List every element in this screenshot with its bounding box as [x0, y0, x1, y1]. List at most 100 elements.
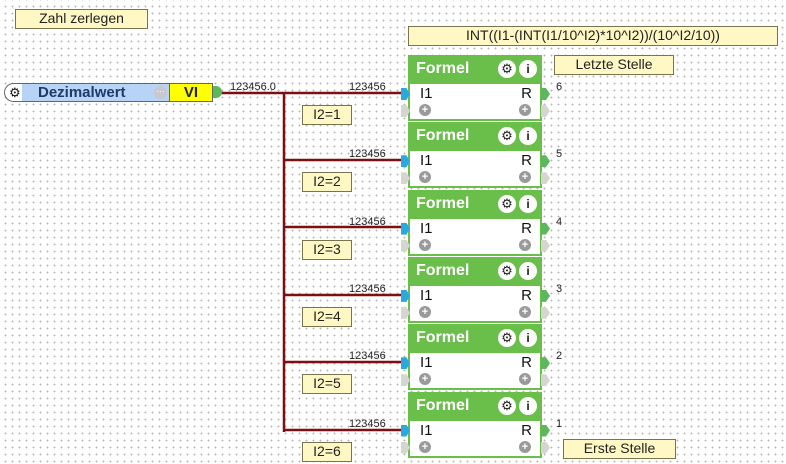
block-result-value: 2 [556, 350, 563, 363]
param-note-i2[interactable]: I2=5 [302, 374, 352, 395]
formula-block[interactable]: Formel ⚙ i I1 R + + [401, 55, 550, 121]
input-port-i1[interactable] [401, 222, 410, 235]
input-port-i1[interactable] [401, 424, 410, 437]
formula-block[interactable]: Formel ⚙ i I1 R + + [401, 189, 550, 256]
block-header[interactable]: Formel ⚙ i [408, 257, 542, 285]
input-settings-button[interactable]: ⚙ [4, 83, 24, 102]
add-output-icon[interactable]: + [519, 373, 531, 386]
output-port-r[interactable] [541, 155, 550, 168]
block-result-value: 6 [556, 81, 563, 93]
gear-icon[interactable]: ⚙ [498, 261, 516, 280]
last-digit-note[interactable]: Letzte Stelle [554, 55, 674, 75]
block-title: Formel [416, 60, 470, 77]
output-r-label: R [521, 421, 532, 439]
gear-icon[interactable]: ⚙ [498, 127, 516, 146]
gear-icon[interactable]: ⚙ [498, 60, 516, 78]
output-port-add[interactable] [541, 105, 550, 117]
output-port-r[interactable] [541, 357, 550, 370]
param-note-i2[interactable]: I2=6 [302, 441, 352, 462]
info-icon[interactable]: i [519, 329, 537, 348]
block-result-value: 3 [556, 282, 563, 295]
formula-note[interactable]: INT((I1-(INT(I1/10^I2)*10^I2))/(10^I2/10… [408, 26, 778, 46]
input-port-add[interactable] [401, 172, 410, 185]
block-input-value: 123456 [349, 81, 386, 93]
add-input-icon[interactable]: + [419, 440, 431, 453]
info-icon[interactable]: i [519, 396, 537, 415]
first-digit-note[interactable]: Erste Stelle [563, 439, 676, 459]
output-port-r[interactable] [541, 222, 550, 235]
block-title: Formel [416, 261, 470, 279]
block-header[interactable]: Formel ⚙ i [408, 122, 542, 150]
block-body: I1 R + + [410, 218, 540, 254]
output-r-label: R [521, 219, 532, 237]
input-port-i1[interactable] [401, 155, 410, 168]
input-port-add[interactable] [401, 374, 410, 387]
output-r-label: R [521, 354, 532, 372]
add-input-icon[interactable]: + [419, 238, 431, 251]
param-note-i2[interactable]: I2=2 [302, 172, 352, 193]
output-port-add[interactable] [541, 172, 550, 185]
add-output-icon[interactable]: + [519, 238, 531, 251]
add-output-icon[interactable]: + [519, 104, 531, 116]
output-port-add[interactable] [541, 239, 550, 252]
block-input-value: 123456 [349, 148, 386, 161]
info-icon[interactable]: i [519, 194, 537, 213]
param-note-i2[interactable]: I2=1 [302, 105, 352, 125]
output-port-r[interactable] [541, 88, 550, 100]
output-port-add[interactable] [541, 306, 550, 319]
add-input-icon[interactable]: + [419, 305, 431, 318]
input-port-i1[interactable] [401, 357, 410, 370]
input-port-i1[interactable] [401, 289, 410, 302]
input-port-add[interactable] [401, 239, 410, 252]
output-port-r[interactable] [541, 289, 550, 302]
formula-block[interactable]: Formel ⚙ i I1 R + + [401, 391, 550, 458]
block-body: I1 R + + [410, 420, 540, 456]
info-icon[interactable]: i [519, 60, 537, 78]
output-port-r[interactable] [541, 424, 550, 437]
input-port-add[interactable] [401, 306, 410, 319]
add-output-icon[interactable]: + [519, 171, 531, 184]
block-header[interactable]: Formel ⚙ i [408, 324, 542, 352]
output-r-label: R [521, 286, 532, 304]
block-body: I1 R + + [410, 353, 540, 389]
input-label-box[interactable]: Dezimalwert ··· [22, 83, 169, 102]
add-input-icon[interactable]: + [419, 373, 431, 386]
gear-icon[interactable]: ⚙ [498, 194, 516, 213]
output-port-add[interactable] [541, 441, 550, 454]
block-header[interactable]: Formel ⚙ i [408, 55, 542, 83]
gear-icon[interactable]: ⚙ [498, 329, 516, 348]
block-result-value: 5 [556, 148, 563, 161]
input-port-i1[interactable] [401, 88, 410, 100]
input-node-dezimalwert[interactable]: ⚙ Dezimalwert ··· VI [4, 83, 222, 103]
block-title: Formel [416, 127, 470, 145]
title-note[interactable]: Zahl zerlegen [15, 9, 148, 29]
input-port-add[interactable] [401, 105, 410, 117]
formula-block[interactable]: Formel ⚙ i I1 R + + [401, 324, 550, 391]
add-output-icon[interactable]: + [519, 305, 531, 318]
gear-icon[interactable]: ⚙ [498, 396, 516, 415]
block-input-value: 123456 [349, 350, 386, 363]
input-i1-label: I1 [420, 286, 433, 304]
input-i1-label: I1 [420, 152, 433, 170]
formula-block[interactable]: Formel ⚙ i I1 R + + [401, 122, 550, 189]
input-output-port[interactable] [213, 86, 222, 98]
block-body: I1 R + + [410, 84, 540, 119]
more-icon[interactable]: ··· [154, 86, 167, 99]
info-icon[interactable]: i [519, 261, 537, 280]
block-header[interactable]: Formel ⚙ i [408, 190, 542, 218]
add-output-icon[interactable]: + [519, 440, 531, 453]
input-port-add[interactable] [401, 441, 410, 454]
output-r-label: R [521, 152, 532, 170]
param-note-i2[interactable]: I2=4 [302, 306, 352, 327]
block-title: Formel [416, 194, 470, 212]
formula-block[interactable]: Formel ⚙ i I1 R + + [401, 256, 550, 323]
add-input-icon[interactable]: + [419, 171, 431, 184]
gear-icon: ⚙ [9, 85, 21, 100]
add-input-icon[interactable]: + [419, 104, 431, 116]
input-output-value: 123456.0 [230, 81, 276, 93]
input-label: Dezimalwert [38, 84, 126, 101]
param-note-i2[interactable]: I2=3 [302, 239, 352, 260]
output-port-add[interactable] [541, 374, 550, 387]
block-header[interactable]: Formel ⚙ i [408, 392, 542, 420]
info-icon[interactable]: i [519, 127, 537, 146]
